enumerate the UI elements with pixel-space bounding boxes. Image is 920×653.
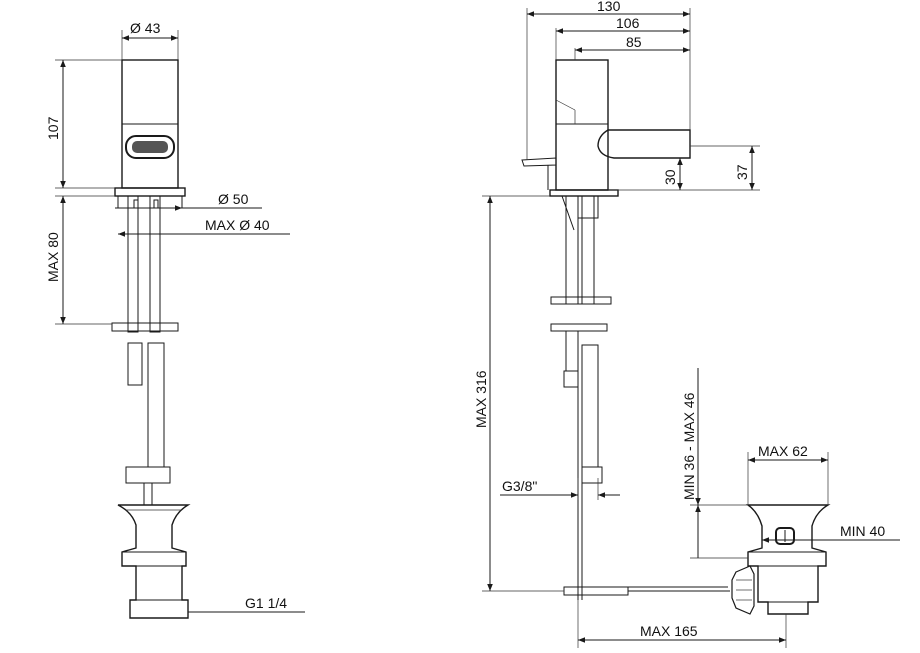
dim-spout-height: 37	[734, 164, 750, 180]
dim-connection: G3/8"	[502, 478, 537, 494]
side-view: 130 106 85 30 37 MAX 316 G3/8" MIN 36 - …	[473, 0, 900, 648]
spout-side	[597, 129, 691, 159]
dim-body-length: 85	[626, 34, 642, 50]
dim-waste-min: MIN 40	[840, 523, 885, 539]
dim-waste-thread: G1 1/4	[245, 595, 287, 611]
dim-waste-top: MAX 62	[758, 443, 808, 459]
waste-side	[745, 504, 831, 615]
dim-deck-thickness: MAX 80	[45, 232, 61, 282]
dim-base-diameter: Ø 50	[218, 191, 249, 207]
base-flange-front	[114, 187, 186, 197]
front-view: Ø 43 107 Ø 50 MAX Ø 40 MAX 80 G1 1/4	[45, 20, 305, 619]
dim-waste-range: MIN 36 - MAX 46	[681, 392, 697, 500]
tap-body-side	[555, 59, 609, 191]
dim-hole-diameter: MAX Ø 40	[205, 217, 270, 233]
lever-side	[521, 157, 557, 167]
dim-body-height: 107	[45, 116, 61, 140]
dim-rod-reach: MAX 165	[640, 623, 698, 639]
dim-spout-length: 106	[616, 15, 640, 31]
dim-max-depth: MAX 316	[473, 370, 489, 428]
dim-total-length: 130	[597, 0, 621, 14]
dim-top-diameter: Ø 43	[130, 20, 161, 36]
fixing-plate-front	[111, 322, 179, 332]
dim-outlet-height: 30	[662, 169, 678, 185]
waste-front	[117, 504, 191, 619]
fixing-plate-side	[550, 296, 612, 305]
